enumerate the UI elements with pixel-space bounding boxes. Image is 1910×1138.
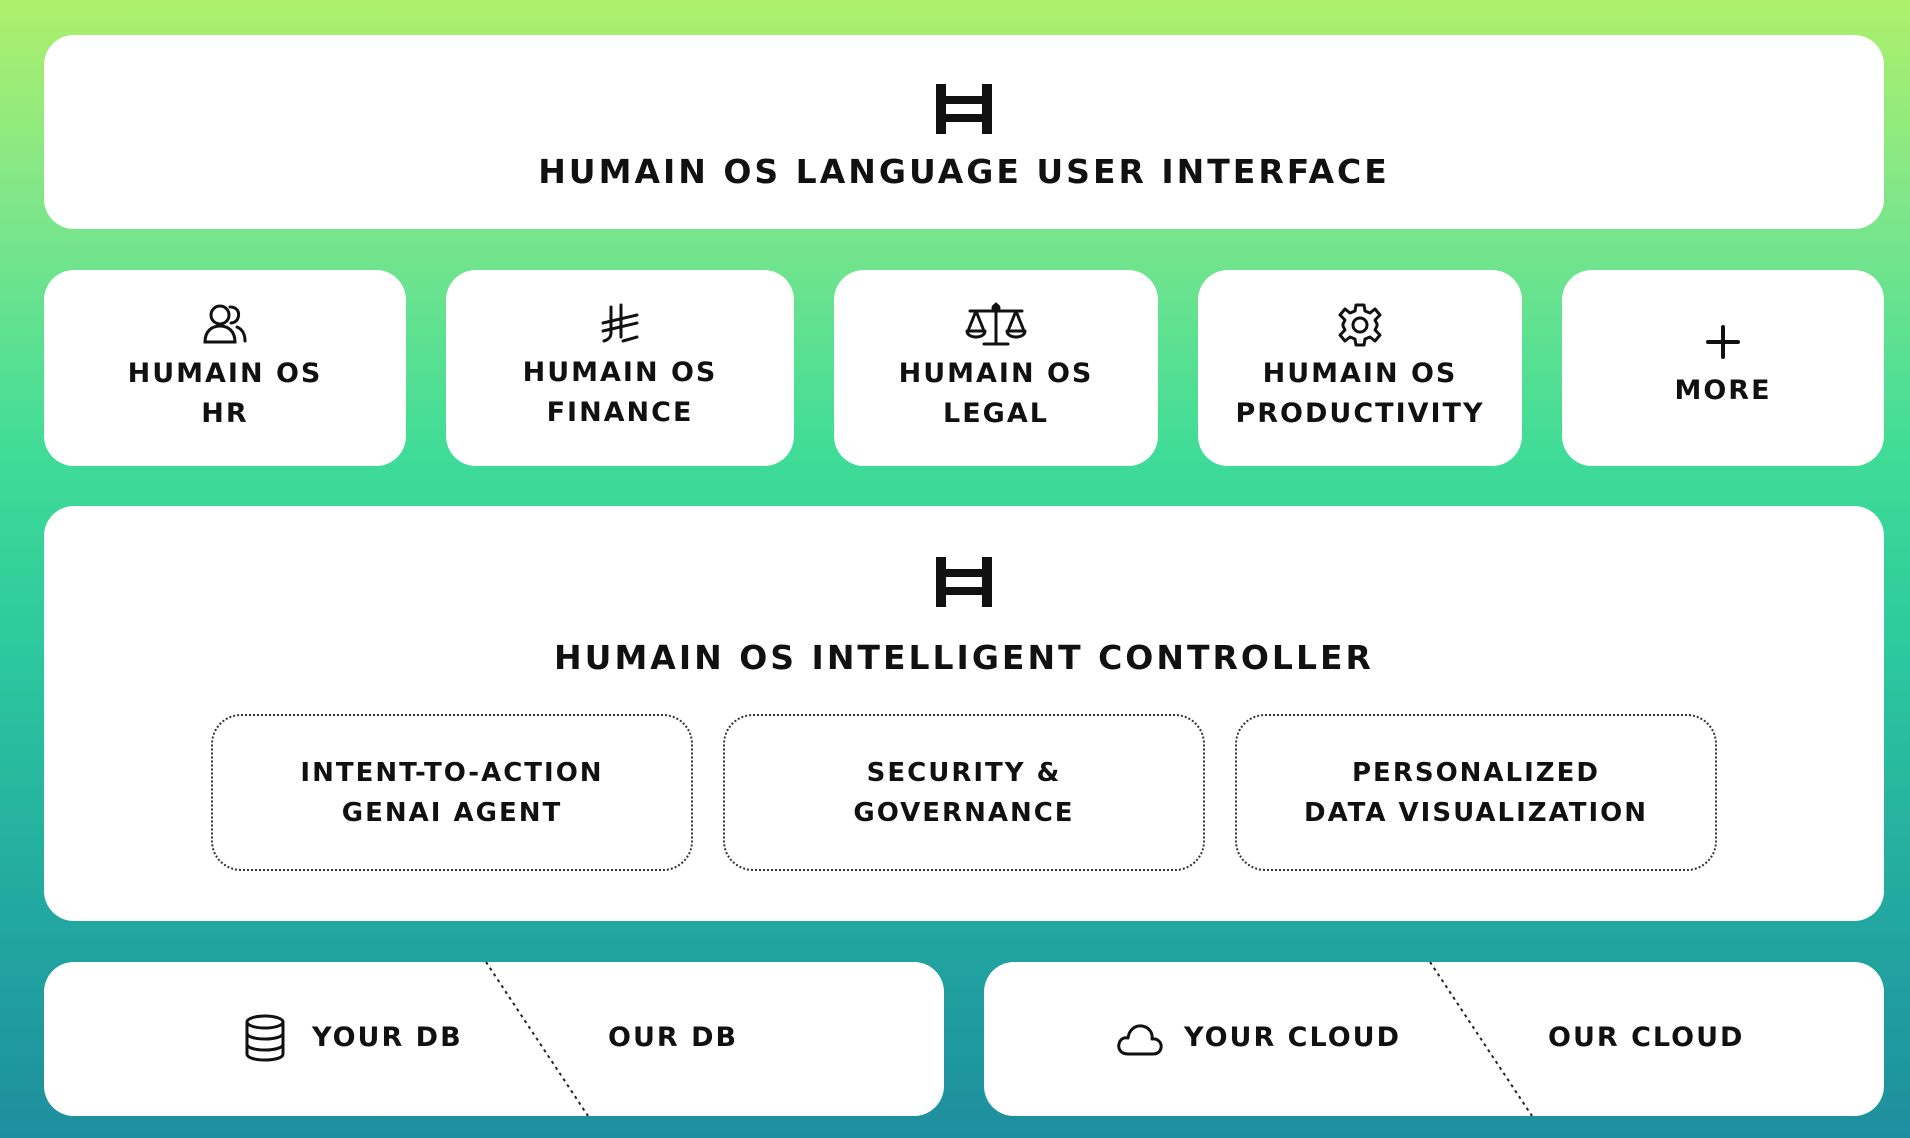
database-icon xyxy=(244,1014,286,1062)
component-intent-line1: INTENT-TO-ACTION xyxy=(300,757,604,788)
component-security-line2: GOVERNANCE xyxy=(853,797,1075,828)
our-db-label: OUR DB xyxy=(608,1022,739,1053)
your-db-label: YOUR DB xyxy=(312,1022,463,1053)
component-data-visualization: PERSONALIZED DATA VISUALIZATION xyxy=(1235,714,1717,871)
module-card-more[interactable]: MORE xyxy=(1562,270,1884,466)
database-panel: YOUR DB OUR DB xyxy=(44,962,944,1116)
component-dataviz-line2: DATA VISUALIZATION xyxy=(1303,797,1648,828)
intelligent-controller-title: HUMAIN OS INTELLIGENT CONTROLLER xyxy=(554,638,1374,677)
component-dataviz-line1: PERSONALIZED xyxy=(1352,757,1600,788)
our-cloud-label: OUR CLOUD xyxy=(1548,1022,1745,1053)
currency-icon xyxy=(599,303,641,345)
module-hr-line2: HR xyxy=(201,398,249,429)
module-legal-line2: LEGAL xyxy=(943,398,1049,429)
db-split-divider xyxy=(485,962,589,1116)
language-user-interface-title: HUMAIN OS LANGUAGE USER INTERFACE xyxy=(538,151,1390,191)
module-card-finance[interactable]: HUMAIN OS FINANCE xyxy=(446,270,794,466)
intelligent-controller-panel: HUMAIN OS INTELLIGENT CONTROLLER INTENT-… xyxy=(44,506,1884,921)
component-intent-line2: GENAI AGENT xyxy=(341,797,563,828)
module-productivity-line2: PRODUCTIVITY xyxy=(1235,398,1485,429)
humain-logo-icon xyxy=(936,557,992,607)
component-security-line1: SECURITY & xyxy=(866,757,1062,788)
module-hr-line1: HUMAIN OS xyxy=(127,358,323,389)
module-finance-line2: FINANCE xyxy=(546,397,694,428)
users-icon xyxy=(202,302,248,346)
module-card-legal[interactable]: HUMAIN OS LEGAL xyxy=(834,270,1158,466)
module-finance-line1: HUMAIN OS xyxy=(522,357,718,388)
plus-icon xyxy=(1706,325,1740,359)
component-intent-to-action: INTENT-TO-ACTION GENAI AGENT xyxy=(211,714,693,871)
module-productivity-line1: HUMAIN OS xyxy=(1262,358,1458,389)
humain-logo-icon xyxy=(936,83,992,134)
module-legal-line1: HUMAIN OS xyxy=(898,358,1094,389)
language-user-interface-panel: HUMAIN OS LANGUAGE USER INTERFACE xyxy=(44,35,1884,229)
cloud-split-divider xyxy=(1429,962,1533,1116)
scales-icon xyxy=(964,302,1028,348)
your-cloud-label: YOUR CLOUD xyxy=(1184,1022,1402,1053)
component-security-governance: SECURITY & GOVERNANCE xyxy=(723,714,1205,871)
module-card-productivity[interactable]: HUMAIN OS PRODUCTIVITY xyxy=(1198,270,1522,466)
module-more-label: MORE xyxy=(1674,375,1772,406)
module-card-hr[interactable]: HUMAIN OS HR xyxy=(44,270,406,466)
gear-icon xyxy=(1337,302,1383,348)
cloud-icon xyxy=(1116,1022,1164,1058)
cloud-panel: YOUR CLOUD OUR CLOUD xyxy=(984,962,1884,1116)
